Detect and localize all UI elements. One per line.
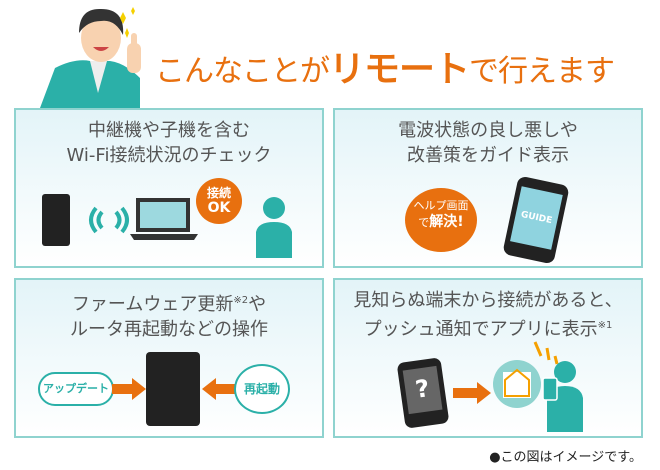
headline-pre: こんなことが: [155, 54, 330, 89]
panel-wifi-status: 中継機や子機を含む Wi-Fi接続状況のチェック 接続 OK: [14, 108, 324, 268]
arrow-right-icon: [453, 382, 491, 404]
question-mark: ?: [402, 365, 443, 415]
title-line2: 改善策をガイド表示: [407, 145, 569, 166]
title-line2: プッシュ通知でアプリに表示※1: [335, 313, 641, 342]
panel-title: 見知らぬ端末から接続があると、 プッシュ通知でアプリに表示※1: [335, 288, 641, 342]
title-line2: ルータ再起動などの操作: [70, 319, 268, 340]
guide-screen: GUIDE: [510, 186, 563, 250]
router-icon: [146, 352, 200, 426]
reboot-circle: 再起動: [234, 364, 290, 414]
bubble-bold: 解決!: [429, 214, 464, 230]
title-line1: 中継機や子機を含む: [88, 120, 250, 141]
laptop-icon: [130, 198, 198, 240]
title-line2: Wi-Fi接続状況のチェック: [66, 145, 272, 166]
app-notification-icon: [493, 341, 583, 432]
page-headline: こんなことがリモートで行えます: [155, 40, 615, 92]
arrow-right-icon: [112, 378, 146, 400]
arrow-left-icon: [202, 378, 236, 400]
footnote: ●この図はイメージです。: [489, 450, 642, 465]
title-line1-text: ファームウェア更新: [71, 294, 234, 315]
title-line1-tail: や: [248, 294, 267, 315]
bubble-line1: ヘルプ画面: [413, 199, 469, 212]
help-bubble: ヘルプ画面 で解決!: [405, 188, 477, 252]
panel-title: ファームウェア更新※2や ルータ再起動などの操作: [16, 288, 322, 342]
bubble-line1: 接続: [206, 186, 231, 200]
bubble-de: で: [418, 216, 430, 229]
wifi-waves-icon: [89, 206, 129, 234]
connection-ok-bubble: 接続 OK: [196, 178, 242, 224]
unknown-device-phone: ?: [396, 357, 450, 429]
headline-post: で行えます: [469, 54, 615, 89]
bubble-line2: で解決!: [405, 214, 477, 231]
man-thumbs-up-illustration: [40, 7, 141, 108]
panel-firmware-reboot: ファームウェア更新※2や ルータ再起動などの操作 アップデート 再起動: [14, 278, 324, 438]
update-cloud: アップデート: [38, 372, 114, 406]
person-icon: [256, 197, 292, 258]
panel-title: 中継機や子機を含む Wi-Fi接続状況のチェック: [16, 118, 322, 168]
footnote-mark: ※2: [233, 295, 249, 306]
headline-bold: リモート: [329, 49, 470, 90]
router-icon: [42, 194, 70, 246]
panel-push-notification: 見知らぬ端末から接続があると、 プッシュ通知でアプリに表示※1 ?: [333, 278, 643, 438]
title-line1: 見知らぬ端末から接続があると、: [353, 290, 623, 311]
footnote-mark: ※1: [597, 320, 613, 331]
title-line2-text: プッシュ通知でアプリに表示: [363, 319, 598, 340]
panel-signal-guide: 電波状態の良し悪しや 改善策をガイド表示 ヘルプ画面 で解決! GUIDE: [333, 108, 643, 268]
bubble-line2: OK: [207, 200, 231, 216]
title-line1: 電波状態の良し悪しや: [398, 120, 578, 141]
title-line1: ファームウェア更新※2や: [16, 288, 322, 317]
panel-title: 電波状態の良し悪しや 改善策をガイド表示: [335, 118, 641, 168]
smartphone-guide: GUIDE: [502, 175, 570, 265]
